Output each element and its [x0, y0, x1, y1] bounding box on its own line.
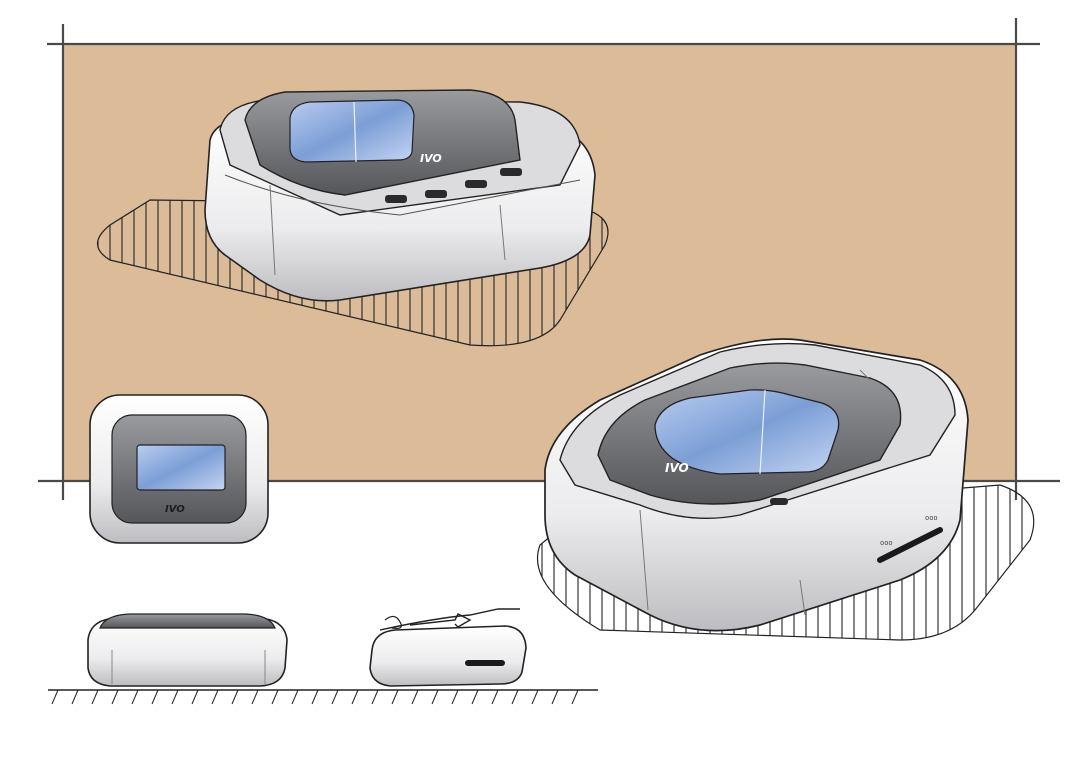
ground-hatch: [51, 689, 579, 705]
device-side-view: [87, 613, 288, 687]
brand-logo: IVO: [165, 504, 185, 515]
insert-arrow-icon: [409, 613, 472, 628]
brand-logo: IVO: [420, 152, 442, 165]
button: [770, 498, 788, 505]
brand-logo: IVO: [665, 461, 689, 475]
port-label: ooo: [925, 514, 938, 522]
device-large-view: IVO ooo ooo: [536, 338, 1035, 641]
card-slot: [465, 660, 505, 666]
device-front-view: IVO: [89, 394, 269, 544]
device-top-view: IVO: [96, 89, 609, 347]
display-screen: [136, 444, 226, 491]
port-label: ooo: [880, 539, 893, 547]
device-body: [369, 625, 527, 687]
display-screen: [289, 99, 415, 163]
button-row: [385, 168, 522, 203]
device-top-lid: [99, 613, 276, 629]
device-side-view-card: [369, 608, 527, 687]
display-screen: [654, 389, 840, 475]
card-slot: [877, 527, 943, 563]
device-body: [87, 617, 288, 687]
